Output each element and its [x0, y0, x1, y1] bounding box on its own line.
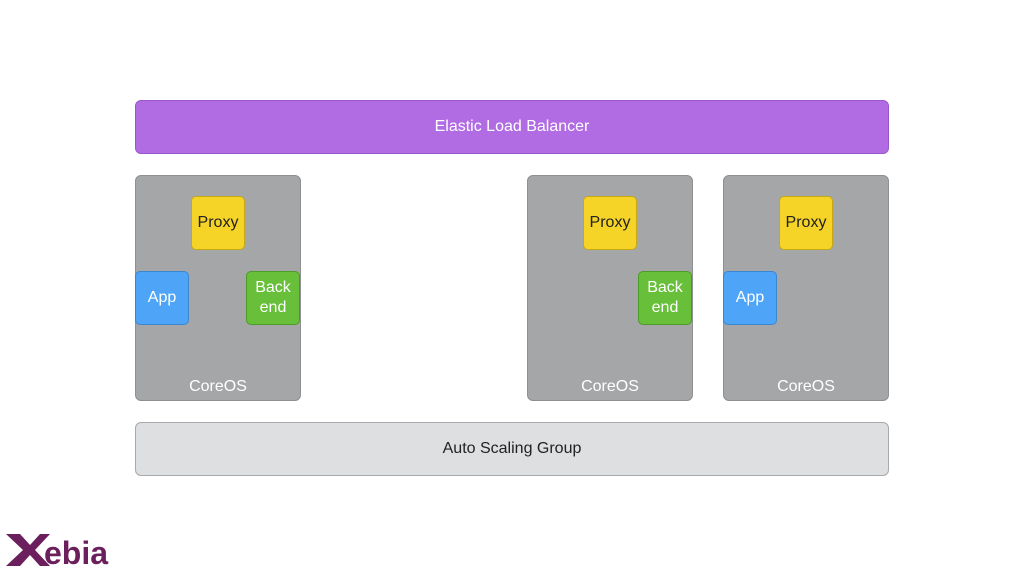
proxy-label: Proxy — [197, 214, 239, 231]
backend-label-line1: Back — [647, 279, 683, 296]
proxy-box: Proxy — [779, 196, 833, 250]
proxy-box: Proxy — [191, 196, 245, 250]
app-label: App — [147, 289, 177, 306]
backend-box: Back end — [638, 271, 692, 325]
coreos-label: CoreOS — [581, 378, 639, 395]
backend-label-line2: end — [651, 299, 679, 316]
backend-label-line2: end — [259, 299, 287, 316]
coreos-node-2: Proxy Back end CoreOS — [527, 175, 693, 401]
app-box: App — [723, 271, 777, 325]
auto-scaling-group-label: Auto Scaling Group — [442, 440, 582, 457]
auto-scaling-group: Auto Scaling Group — [135, 422, 889, 476]
backend-label: Back end — [647, 278, 683, 318]
xebia-logo-wordmark: ebia — [44, 535, 108, 571]
app-label: App — [735, 289, 765, 306]
coreos-label: CoreOS — [189, 378, 247, 395]
xebia-logo: ebia — [6, 534, 108, 571]
app-box: App — [135, 271, 189, 325]
proxy-box: Proxy — [583, 196, 637, 250]
backend-label: Back end — [255, 278, 291, 318]
coreos-node-1: Proxy App Back end CoreOS — [135, 175, 301, 401]
proxy-label: Proxy — [785, 214, 827, 231]
backend-box: Back end — [246, 271, 300, 325]
coreos-label: CoreOS — [777, 378, 835, 395]
elastic-load-balancer-label: Elastic Load Balancer — [434, 118, 590, 135]
proxy-label: Proxy — [589, 214, 631, 231]
xebia-logo-x-mark — [6, 534, 50, 566]
elastic-load-balancer: Elastic Load Balancer — [135, 100, 889, 154]
backend-label-line1: Back — [255, 279, 291, 296]
coreos-node-3: Proxy App CoreOS — [723, 175, 889, 401]
